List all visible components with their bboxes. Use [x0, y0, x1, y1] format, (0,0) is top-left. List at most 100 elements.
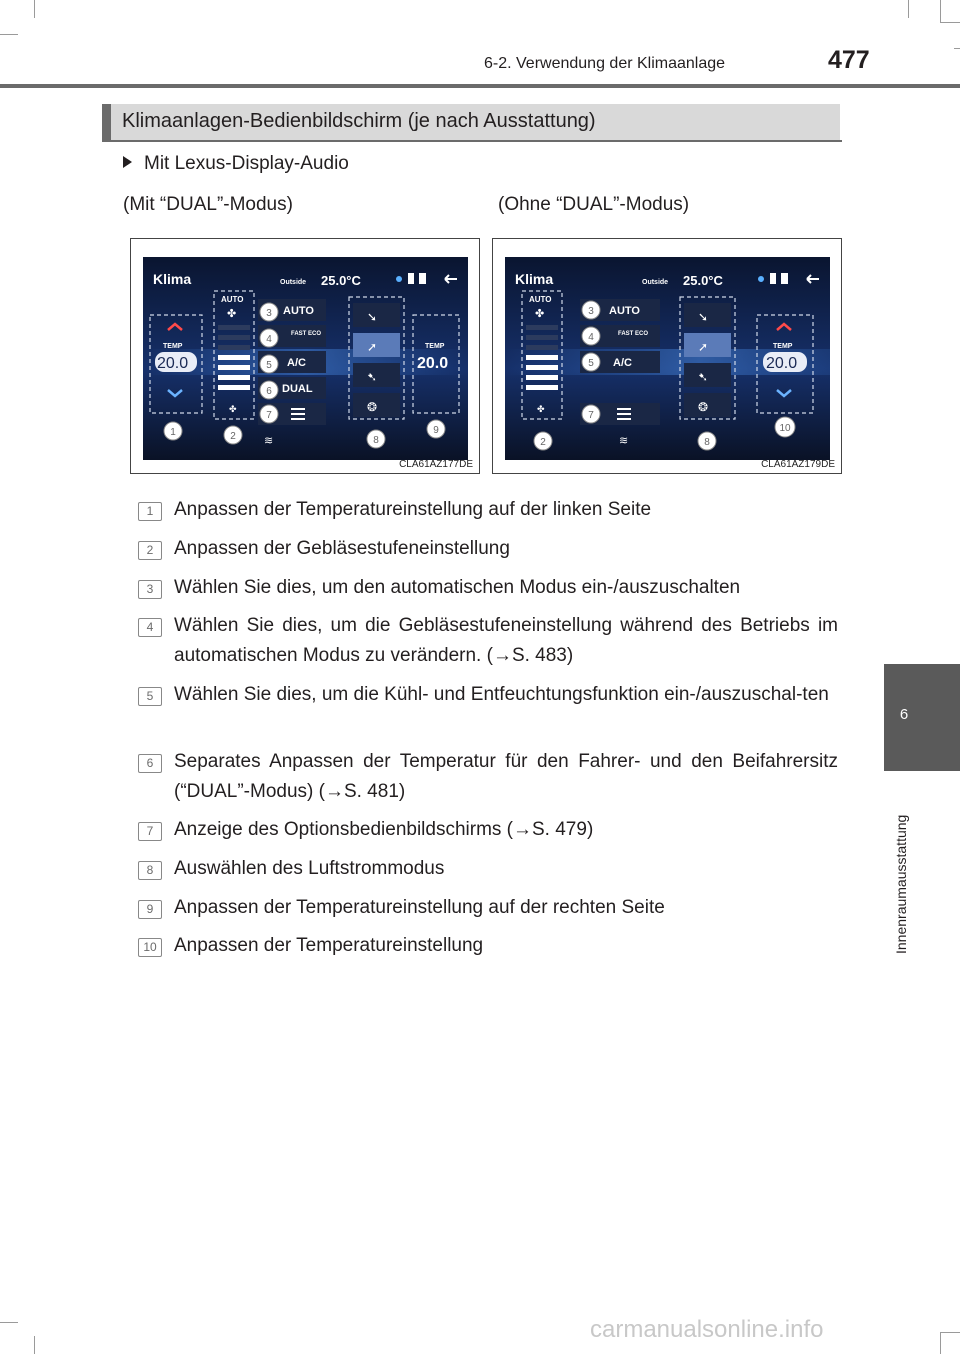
rear-defrost-icon[interactable]: ≋ — [619, 434, 628, 447]
temp-control[interactable] — [756, 314, 814, 414]
temp-value: 20.0 — [766, 355, 797, 372]
right-temp-label: TEMP — [425, 343, 445, 350]
right-temp-control[interactable] — [412, 314, 460, 414]
fast-eco-button[interactable] — [580, 325, 660, 347]
crop-mark — [0, 1322, 18, 1323]
outside-label: Outside — [280, 279, 306, 286]
legend-number: 2 — [138, 541, 162, 560]
legend-number: 6 — [138, 754, 162, 773]
outside-temp: 25.0°C — [683, 273, 724, 288]
airflow-face-icon: ➘ — [698, 310, 708, 324]
callout-7: 7 — [266, 410, 272, 421]
crop-mark — [34, 0, 35, 18]
legend-text: Anpassen der Gebläsestufeneinstellung — [174, 538, 510, 559]
crop-mark — [34, 1336, 35, 1354]
left-temp-control[interactable] — [149, 314, 203, 414]
callout-4: 4 — [266, 334, 272, 345]
watermark: carmanualsonline.info — [590, 1316, 824, 1343]
options-icon — [291, 408, 305, 420]
auto-button-label: AUTO — [283, 305, 314, 317]
callout-8: 8 — [373, 435, 379, 446]
fan-icon: ✤ — [227, 307, 236, 320]
legend-text: Wählen Sie dies, um die Kühl- und Entfeu… — [174, 684, 829, 705]
auto-button[interactable] — [580, 299, 660, 321]
auto-button-label: AUTO — [609, 305, 640, 317]
temp-up-icon[interactable] — [776, 322, 792, 331]
callout-9: 9 — [433, 425, 439, 436]
temp-down-icon[interactable] — [167, 389, 183, 398]
callout-8: 8 — [704, 437, 710, 448]
fast-eco-label: FAST ECO — [291, 331, 321, 337]
airflow-mode-control[interactable] — [348, 296, 405, 420]
temp-down-icon[interactable] — [776, 389, 792, 398]
legend-number: 4 — [138, 618, 162, 637]
callout-2: 2 — [230, 431, 236, 442]
back-icon[interactable] — [444, 274, 457, 284]
airflow-face-icon: ➘ — [367, 310, 377, 324]
back-icon[interactable] — [806, 274, 819, 284]
running-header: 6-2. Verwendung der Klimaanlage — [484, 55, 726, 72]
callout-group: 1 2 3 4 5 6 7 8 9 — [163, 302, 446, 449]
callout-1: 1 — [170, 427, 176, 438]
bluetooth-icon — [396, 276, 402, 282]
caption-left: (Mit “DUAL”-Modus) — [123, 194, 293, 215]
screen-title: Klima — [515, 271, 553, 287]
legend-text: Anpassen der Temperatureinstellung auf d… — [174, 897, 665, 918]
legend-number: 10 — [138, 938, 162, 957]
left-temp-value: 20.0 — [157, 355, 188, 372]
phone-icon — [408, 273, 414, 284]
screen-single-mode: Klima Outside 25.0°C AUTO ✤ ✤ AUTO FAST … — [505, 257, 830, 460]
phone-icon — [770, 273, 776, 284]
figure-code: CLA61AZ177DE — [399, 459, 473, 470]
chapter-title-wrap: Innenraumausstattung — [891, 782, 911, 962]
bullet-text: Mit Lexus-Display-Audio — [144, 153, 349, 174]
legend-number: 3 — [138, 580, 162, 599]
figure-dual-mode: Klima Outside 25.0°C TEMP 20.0 AUTO ✤ ✤ … — [130, 238, 480, 474]
figure-single-mode: Klima Outside 25.0°C AUTO ✤ ✤ AUTO FAST … — [492, 238, 842, 474]
callout-4: 4 — [588, 332, 594, 343]
section-rule — [102, 140, 842, 142]
section-heading-text: Klimaanlagen-Bedienbildschirm (je nach A… — [122, 110, 596, 132]
section-heading-bar — [102, 104, 111, 140]
fan-auto-label: AUTO — [529, 295, 552, 304]
legend-number: 8 — [138, 861, 162, 880]
ac-button-label: A/C — [287, 357, 306, 369]
bullet-item: Mit Lexus-Display-Audio — [123, 153, 349, 175]
airflow-face-feet-icon: ➚ — [367, 340, 377, 354]
crop-mark — [954, 48, 960, 49]
crop-mark — [940, 1332, 960, 1333]
fan-icon: ✤ — [535, 307, 544, 320]
legend-text: Anpassen der Temperatureinstellung — [174, 935, 484, 956]
fan-small-icon: ✤ — [229, 405, 237, 415]
battery-icon — [419, 273, 426, 284]
dual-button-label: DUAL — [282, 383, 313, 395]
temp-pill — [763, 352, 807, 372]
airflow-feet-icon: ➷ — [367, 370, 377, 384]
screen-dual-mode: Klima Outside 25.0°C TEMP 20.0 AUTO ✤ ✤ … — [143, 257, 468, 460]
header-rule — [0, 84, 960, 88]
page-number: 477 — [828, 46, 870, 74]
outside-label: Outside — [642, 279, 668, 286]
chapter-tab — [884, 664, 960, 771]
ac-button-label: A/C — [613, 357, 632, 369]
fast-eco-label: FAST ECO — [618, 331, 648, 337]
legend-number: 1 — [138, 502, 162, 521]
callout-6: 6 — [266, 386, 272, 397]
outside-temp: 25.0°C — [321, 273, 362, 288]
ac-button[interactable] — [580, 351, 660, 373]
callout-3: 3 — [588, 306, 594, 317]
callout-10: 10 — [779, 423, 791, 434]
triangle-bullet-icon — [123, 156, 132, 168]
callout-3: 3 — [266, 308, 272, 319]
chapter-number: 6 — [899, 706, 909, 723]
temp-label: TEMP — [773, 343, 793, 350]
section-heading: Klimaanlagen-Bedienbildschirm (je nach A… — [102, 104, 840, 140]
temp-up-icon[interactable] — [167, 322, 183, 331]
airflow-windshield-icon: ❂ — [698, 400, 708, 414]
crop-mark — [940, 22, 960, 23]
legend-text: Anpassen der Temperatureinstellung auf d… — [174, 499, 652, 520]
crop-mark — [940, 0, 941, 22]
rear-defrost-icon[interactable]: ≋ — [264, 434, 273, 447]
chapter-title: Innenraumausstattung — [893, 814, 909, 954]
airflow-mode-control[interactable] — [679, 296, 736, 420]
